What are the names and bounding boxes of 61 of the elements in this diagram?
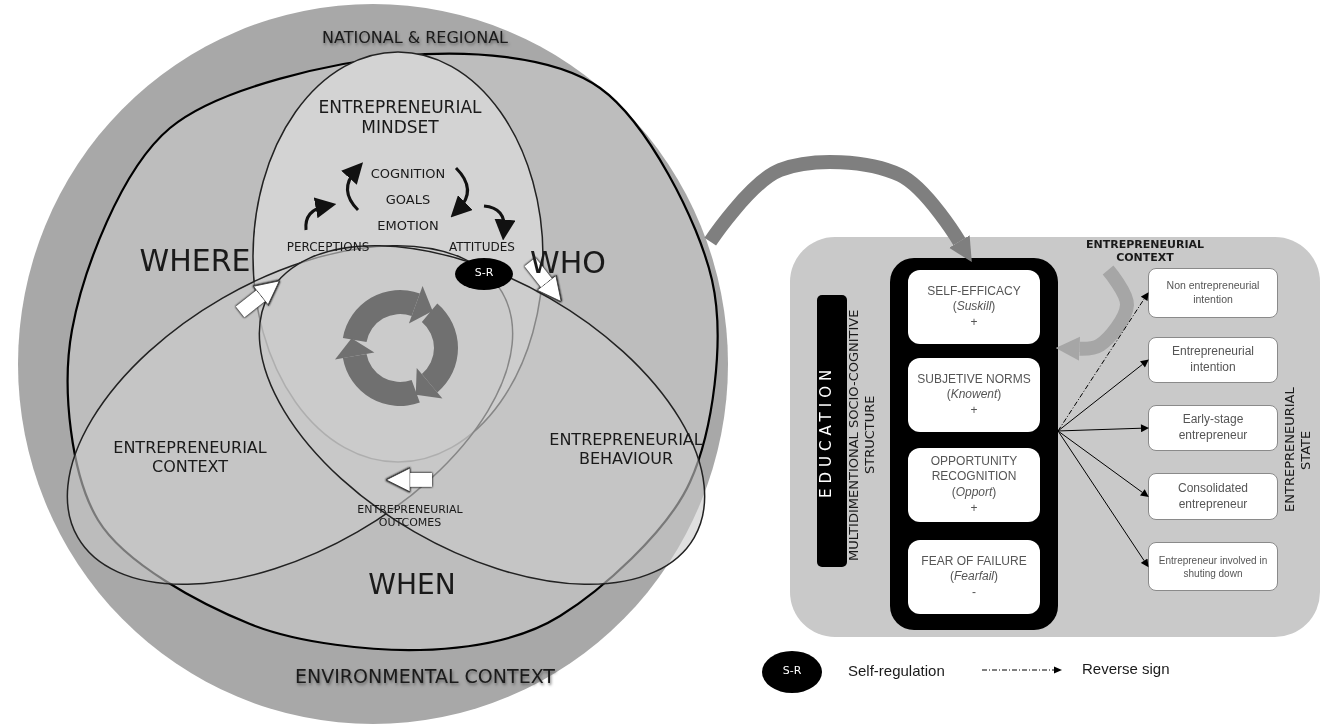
block-arrow	[524, 257, 562, 303]
construct-column	[890, 258, 1058, 630]
sign: +	[970, 500, 978, 517]
education-bar	[817, 295, 847, 567]
construct-card	[908, 540, 1040, 614]
arrow	[1057, 430, 1149, 498]
construct-name: FEAR OF FAILURE	[921, 553, 1027, 570]
model-panel	[790, 237, 1320, 637]
flow-label: PERCEPTIONS	[285, 240, 371, 255]
mindset-item: COGNITION	[369, 166, 447, 182]
state-label: Early-stage entrepreneur	[1177, 412, 1249, 444]
self-regulation-ellipse	[455, 258, 513, 290]
sign: +	[970, 314, 978, 331]
arrow	[1057, 424, 1149, 433]
state-card	[1148, 405, 1278, 451]
context-label: ENVIRONMENTAL CONTEXT	[294, 665, 556, 688]
block-arrow	[235, 280, 280, 318]
legend-label: Self-regulation	[848, 662, 945, 680]
construct-name: SUBJETIVE NORMS	[917, 371, 1031, 388]
block-arrow	[385, 467, 433, 493]
state-label: Consolidated entrepreneur	[1176, 480, 1250, 513]
construct-name: SELF-EFFICACY	[927, 283, 1021, 300]
environment-circle	[18, 4, 728, 724]
state-label: Non entrepreneurial intention	[1165, 279, 1261, 307]
legend-label: Reverse sign	[1082, 660, 1170, 678]
mindset-item: GOALS	[384, 192, 432, 208]
arrow	[1057, 359, 1149, 432]
axis-title: ENTREPRENEURIAL STATE	[1282, 386, 1314, 515]
state-label: Entrepreneurial intention	[1170, 344, 1256, 376]
sign: +	[970, 402, 978, 419]
axis-title: MULTIDIMENTIONAL SOCIO-COGNITIVE STRUCTURE	[846, 308, 878, 563]
state-label: Entrepreneur involved in shuting down	[1157, 553, 1269, 580]
flow-label: ATTITUDES	[448, 240, 516, 255]
state-card	[1148, 337, 1278, 383]
construct-card	[908, 358, 1040, 432]
construct-code: (Knowent)	[946, 387, 1002, 403]
construct-code: (Suskill)	[952, 299, 996, 315]
sign: -	[972, 584, 976, 601]
context-heading: ENTREPRENEURIAL CONTEXT	[1085, 238, 1205, 265]
region-title: ENTREPRENEURIAL CONTEXT	[112, 438, 268, 477]
bar-label: EDUCATION	[817, 363, 836, 500]
arrow	[1057, 430, 1149, 568]
ellipse-label: S-R	[473, 266, 495, 280]
question-label: WHERE	[138, 243, 252, 279]
construct-code: (Opport)	[951, 485, 997, 501]
construct-card	[908, 448, 1040, 522]
state-card	[1148, 268, 1278, 318]
mindset-item: EMOTION	[376, 218, 440, 234]
block-arrow	[704, 154, 972, 262]
construct-card	[908, 270, 1040, 344]
question-label: WHEN	[367, 568, 457, 602]
mindset-title: ENTREPRENEURIAL MINDSET	[317, 97, 483, 138]
question-label: WHO	[529, 245, 607, 281]
state-card	[1148, 542, 1278, 591]
legend-symbol-label: S-R	[781, 664, 803, 678]
block-arrow	[1055, 265, 1134, 361]
arrow	[1057, 292, 1149, 432]
region-label: NATIONAL & REGIONAL	[321, 28, 509, 48]
construct-name: OPPORTUNITY RECOGNITION	[929, 453, 1019, 485]
construct-code: (Fearfail)	[950, 569, 998, 585]
state-card	[1148, 473, 1278, 520]
